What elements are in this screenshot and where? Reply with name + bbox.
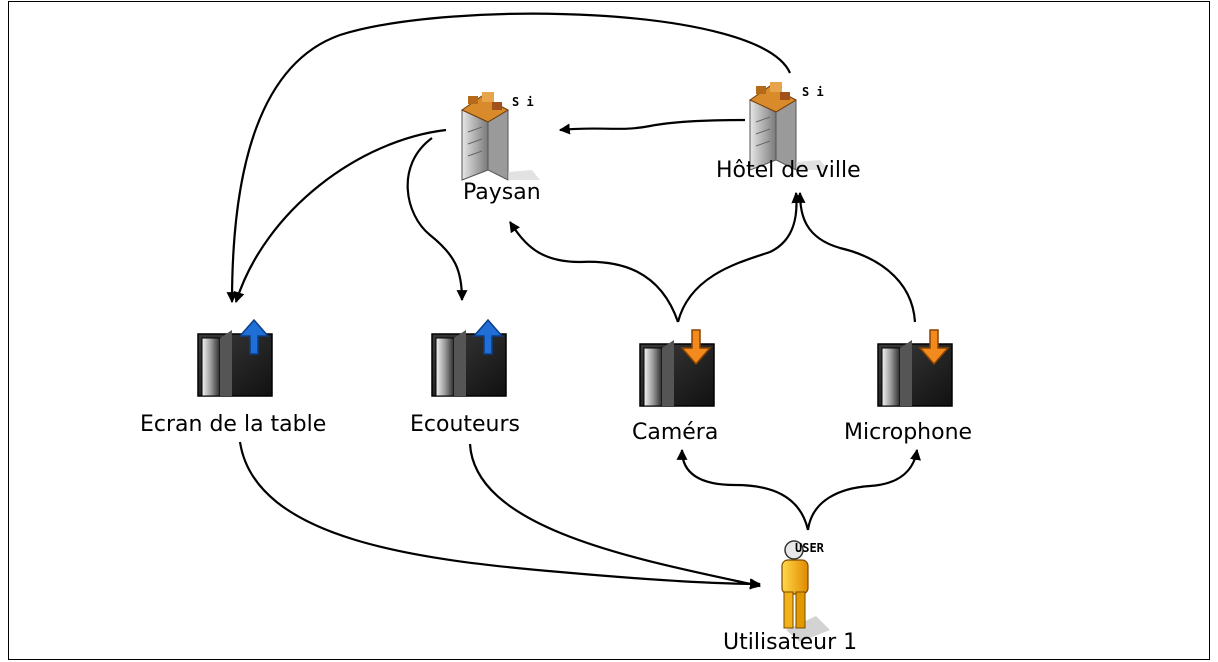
edges	[226, 12, 921, 590]
user-icon	[781, 540, 830, 642]
edge-paysan-to-ecran	[233, 128, 447, 304]
input-device-icon	[877, 329, 953, 407]
input-device-icon	[639, 329, 715, 407]
edge-paysan-to-ecouteurs	[406, 137, 468, 302]
edge-ecran-to-user	[238, 441, 762, 590]
server-icon	[749, 82, 828, 171]
node-label-camera: Caméra	[632, 420, 719, 445]
output-device-icon	[431, 318, 507, 397]
edge-user-to-microphone	[806, 448, 921, 531]
user-badge: USER	[795, 541, 825, 555]
output-device-icon	[197, 318, 273, 397]
node-label-hotel-de-ville: Hôtel de ville	[716, 158, 861, 183]
node-label-ecran-de-la-table: Ecran de la table	[140, 412, 327, 437]
node-label-utilisateur: Utilisateur 1	[723, 630, 858, 655]
node-label-paysan: Paysan	[463, 180, 541, 205]
node-label-ecouteurs: Ecouteurs	[410, 412, 521, 437]
hotel-badge: S i	[802, 85, 824, 99]
edge-ecouteurs-to-user	[468, 443, 762, 590]
node-label-microphone: Microphone	[844, 420, 973, 445]
edge-camera-to-hotel	[676, 191, 803, 323]
server-icon	[461, 92, 540, 181]
edge-user-to-camera	[676, 448, 810, 531]
edge-hotel-to-ecran	[226, 12, 792, 304]
edge-hotel-to-paysan	[558, 118, 746, 135]
edge-camera-to-paysan	[509, 221, 680, 323]
edge-microphone-to-hotel	[794, 191, 917, 323]
paysan-badge: S i	[512, 95, 534, 109]
